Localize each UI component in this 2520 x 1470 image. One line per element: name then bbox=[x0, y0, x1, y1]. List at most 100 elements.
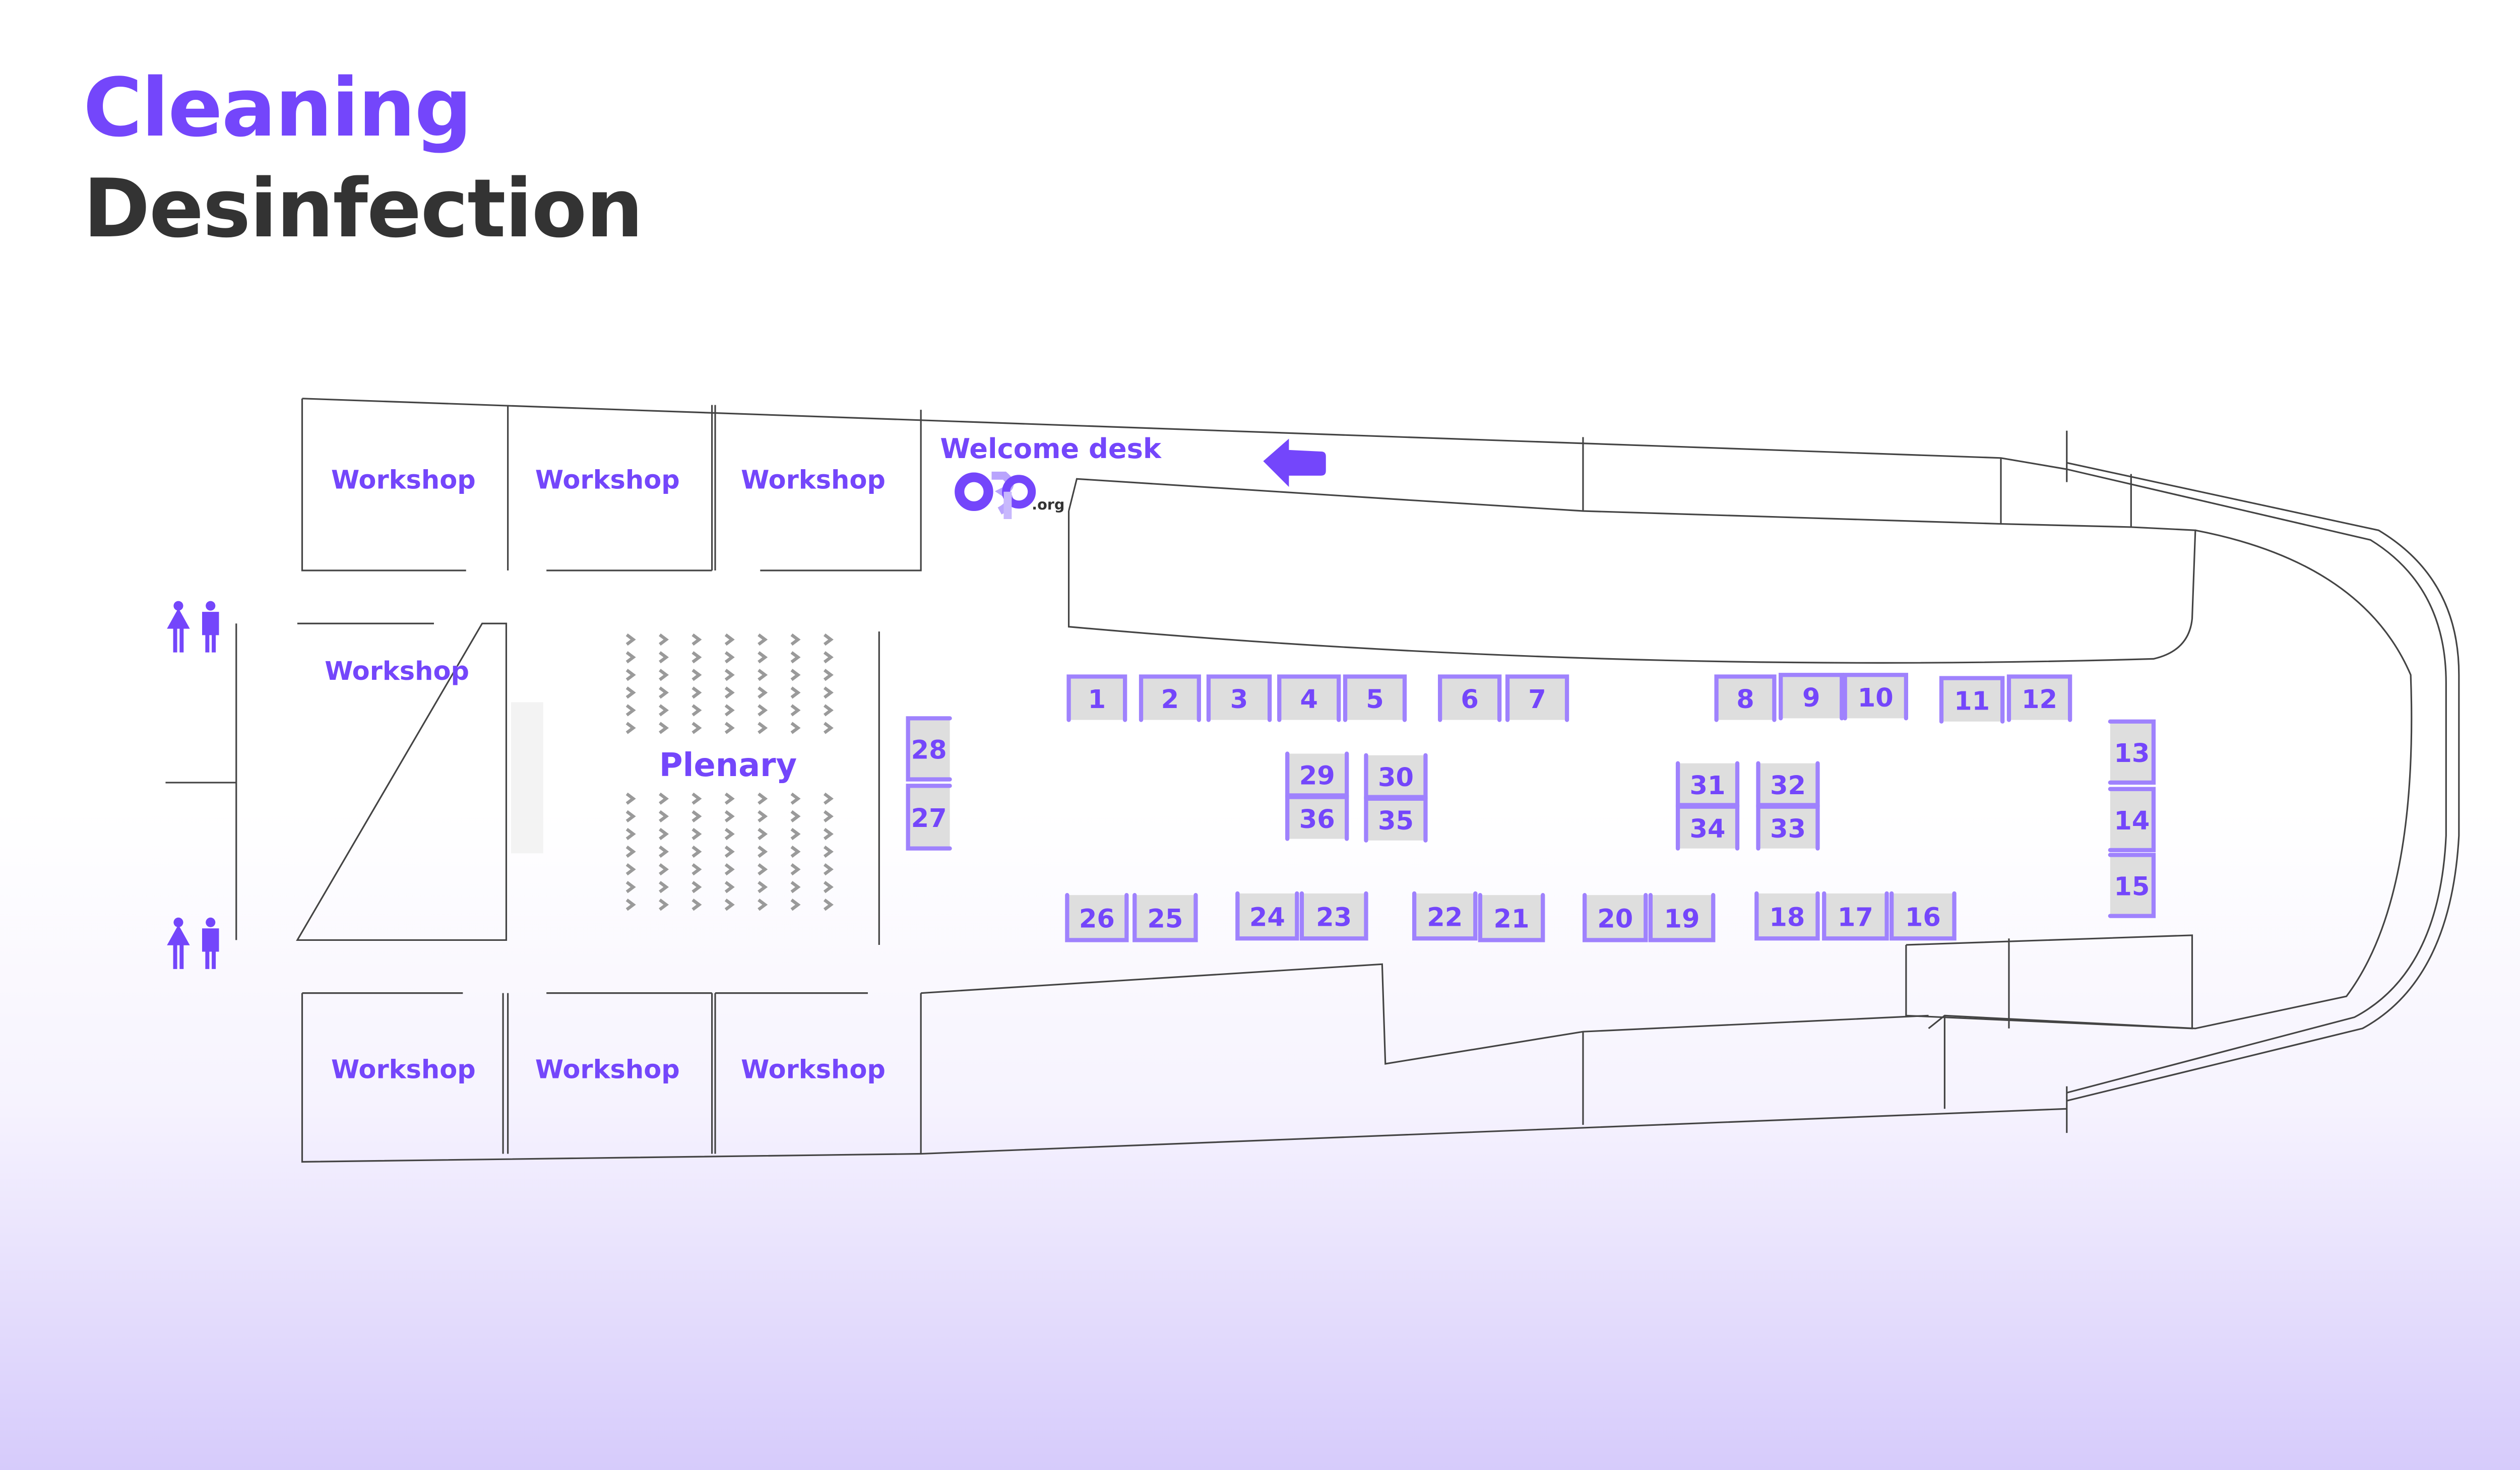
booth-30[interactable]: 30 bbox=[1364, 753, 1428, 799]
plenary-seating bbox=[625, 633, 834, 911]
booth-10[interactable]: 10 bbox=[1843, 673, 1909, 721]
booth-3[interactable]: 3 bbox=[1206, 674, 1272, 722]
workshop-label: Workshop bbox=[535, 1055, 680, 1085]
booth-15[interactable]: 15 bbox=[2108, 853, 2156, 918]
booth-20[interactable]: 20 bbox=[1582, 892, 1648, 942]
seat-chevron-icon bbox=[724, 686, 735, 699]
booth-number: 34 bbox=[1690, 814, 1726, 844]
booth-1[interactable]: 1 bbox=[1066, 674, 1127, 722]
seat-chevron-icon bbox=[790, 722, 801, 734]
booth-7[interactable]: 7 bbox=[1505, 674, 1569, 722]
seat-chevron-icon bbox=[691, 845, 702, 858]
booth-number: 12 bbox=[2022, 685, 2057, 715]
booth-17[interactable]: 17 bbox=[1822, 891, 1889, 941]
booth-18[interactable]: 18 bbox=[1754, 891, 1820, 941]
seat-chevron-icon bbox=[625, 722, 636, 734]
seat-chevron-icon bbox=[790, 669, 801, 681]
seat-chevron-icon bbox=[823, 810, 834, 823]
booth-11[interactable]: 11 bbox=[1939, 676, 2005, 724]
seat-chevron-icon bbox=[823, 669, 834, 681]
seat-chevron-icon bbox=[691, 633, 702, 646]
seat-chevron-icon bbox=[790, 792, 801, 805]
seat-chevron-icon bbox=[659, 827, 669, 841]
booth-12[interactable]: 12 bbox=[2006, 674, 2072, 722]
workshop-label: Workshop bbox=[741, 1055, 886, 1085]
booth-16[interactable]: 16 bbox=[1889, 891, 1957, 941]
seat-chevron-icon bbox=[625, 792, 636, 805]
seat-chevron-icon bbox=[625, 686, 636, 699]
seat-chevron-icon bbox=[659, 651, 669, 664]
seat-chevron-icon bbox=[625, 899, 636, 911]
booth-number: 28 bbox=[911, 736, 947, 765]
booth-number: 18 bbox=[1769, 903, 1805, 932]
seat-chevron-icon bbox=[724, 669, 735, 681]
restroom-icon bbox=[167, 917, 219, 969]
seat-chevron-icon bbox=[823, 633, 834, 646]
seat-chevron-icon bbox=[724, 810, 735, 823]
booth-2[interactable]: 2 bbox=[1139, 674, 1201, 722]
seat-chevron-icon bbox=[625, 704, 636, 717]
booth-number: 7 bbox=[1528, 685, 1546, 715]
seat-chevron-icon bbox=[758, 810, 768, 823]
seat-chevron-icon bbox=[823, 704, 834, 717]
seat-chevron-icon bbox=[823, 686, 834, 699]
seat-chevron-icon bbox=[724, 899, 735, 911]
booth-number: 16 bbox=[1905, 903, 1941, 932]
restroom-icon bbox=[167, 601, 219, 653]
booth-number: 27 bbox=[911, 804, 947, 834]
booth-34[interactable]: 34 bbox=[1675, 804, 1740, 851]
seat-chevron-icon bbox=[659, 899, 669, 911]
page-subtitle: Desinfection bbox=[83, 161, 643, 255]
seat-chevron-icon bbox=[790, 686, 801, 699]
booth-29[interactable]: 29 bbox=[1285, 751, 1349, 798]
c3p-logo: .org bbox=[955, 471, 1064, 519]
booth-number: 17 bbox=[1838, 903, 1873, 932]
booth-number: 2 bbox=[1161, 685, 1179, 715]
booth-26[interactable]: 26 bbox=[1065, 892, 1129, 942]
booth-6[interactable]: 6 bbox=[1437, 674, 1502, 722]
booth-19[interactable]: 19 bbox=[1648, 892, 1716, 942]
booth-24[interactable]: 24 bbox=[1235, 891, 1299, 941]
booth-36[interactable]: 36 bbox=[1285, 795, 1349, 841]
seat-chevron-icon bbox=[724, 881, 735, 893]
booth-number: 5 bbox=[1366, 685, 1384, 715]
booth-number: 3 bbox=[1230, 685, 1248, 715]
seat-chevron-icon bbox=[691, 810, 702, 823]
booth-8[interactable]: 8 bbox=[1714, 674, 1777, 722]
seat-chevron-icon bbox=[790, 704, 801, 717]
booth-31[interactable]: 31 bbox=[1675, 761, 1740, 807]
booth-28[interactable]: 28 bbox=[906, 716, 952, 782]
seat-chevron-icon bbox=[724, 704, 735, 717]
booth-21[interactable]: 21 bbox=[1478, 892, 1545, 942]
seat-chevron-icon bbox=[758, 704, 768, 717]
seat-chevron-icon bbox=[625, 827, 636, 841]
booth-4[interactable]: 4 bbox=[1277, 674, 1341, 722]
workshop-label: Workshop bbox=[535, 465, 680, 495]
booth-number: 36 bbox=[1299, 805, 1335, 835]
booth-25[interactable]: 25 bbox=[1132, 892, 1198, 942]
booth-32[interactable]: 32 bbox=[1756, 761, 1820, 807]
seat-chevron-icon bbox=[758, 827, 768, 841]
seat-chevron-icon bbox=[823, 845, 834, 858]
booth-number: 21 bbox=[1494, 904, 1530, 934]
seat-chevron-icon bbox=[659, 722, 669, 734]
booth-27[interactable]: 27 bbox=[906, 784, 952, 851]
seat-chevron-icon bbox=[790, 863, 801, 876]
booth-number: 30 bbox=[1378, 763, 1414, 793]
seat-chevron-icon bbox=[724, 827, 735, 841]
booth-number: 26 bbox=[1079, 904, 1115, 934]
seat-chevron-icon bbox=[823, 899, 834, 911]
seat-chevron-icon bbox=[758, 845, 768, 858]
workshop-label: Workshop bbox=[325, 657, 469, 686]
booth-5[interactable]: 5 bbox=[1343, 674, 1407, 722]
booth-33[interactable]: 33 bbox=[1756, 804, 1820, 851]
booth-13[interactable]: 13 bbox=[2108, 719, 2156, 785]
booth-22[interactable]: 22 bbox=[1412, 891, 1478, 941]
seat-chevron-icon bbox=[659, 686, 669, 699]
booth-23[interactable]: 23 bbox=[1299, 891, 1368, 941]
booth-14[interactable]: 14 bbox=[2108, 787, 2156, 853]
booth-35[interactable]: 35 bbox=[1364, 796, 1428, 843]
booth-9[interactable]: 9 bbox=[1779, 673, 1844, 721]
seat-chevron-icon bbox=[659, 863, 669, 876]
